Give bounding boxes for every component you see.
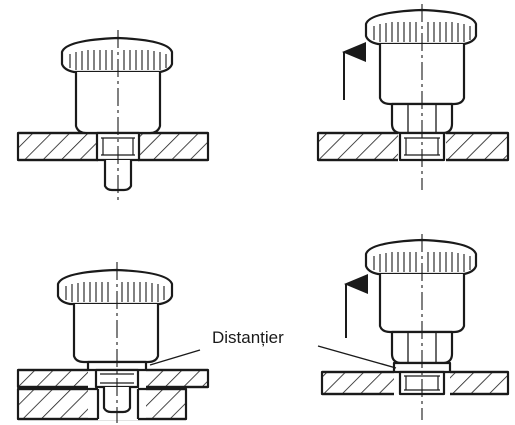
spacer-leader-line xyxy=(317,345,397,369)
plunger-body xyxy=(72,304,160,364)
spacer-leader-line xyxy=(149,349,201,366)
view-top-left xyxy=(16,30,210,200)
spacer-callout-label: Distanțier xyxy=(212,328,284,347)
view-bottom-right xyxy=(317,234,510,420)
knurled-knob xyxy=(60,36,174,74)
knurled-knob xyxy=(364,238,478,276)
view-bottom-left xyxy=(16,262,210,423)
view-top-right xyxy=(316,4,510,190)
knurled-knob xyxy=(56,268,174,306)
knurled-knob xyxy=(364,8,478,46)
